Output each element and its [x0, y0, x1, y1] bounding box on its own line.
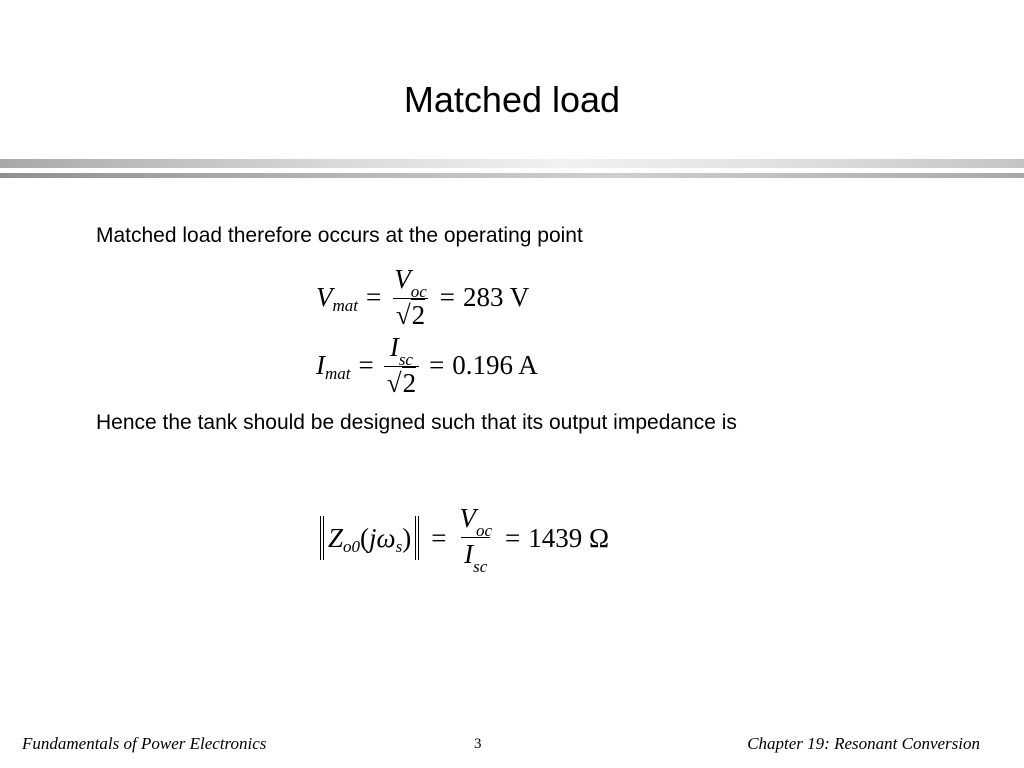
- vmat-equals-1: =: [366, 281, 382, 312]
- slide-title: Matched load: [403, 79, 621, 120]
- zo0-num-subscript: oc: [475, 521, 493, 540]
- footer-page-number: 3: [474, 736, 482, 752]
- zo0-den-symbol: I: [464, 539, 474, 569]
- vmat-sqrt-arg: 2: [410, 299, 426, 330]
- zo0-denominator: Isc: [461, 537, 491, 576]
- title-divider-bottom: [0, 173, 1024, 178]
- imat-num-symbol: I: [389, 332, 399, 362]
- zo0-numerator: Voc: [456, 503, 495, 540]
- imat-fraction: Isc √2: [383, 332, 420, 398]
- zo0-omega-subscript: s: [395, 537, 403, 556]
- imat-sqrt-arg: 2: [401, 367, 417, 398]
- zo0-equals-2: =: [505, 522, 521, 553]
- zo0-result: 1439 Ω: [528, 522, 610, 553]
- imat-equals-2: =: [429, 349, 445, 380]
- zo0-num-symbol: V: [459, 503, 476, 533]
- imat-sqrt-sign: √: [386, 368, 402, 398]
- vmat-sqrt-sign: √: [395, 300, 411, 330]
- vmat-num-symbol: V: [394, 264, 411, 294]
- zo0-omega: ω: [376, 522, 396, 553]
- vmat-subscript: mat: [332, 296, 359, 315]
- zo0-symbol: Z: [328, 522, 344, 553]
- operating-point-text: Matched load therefore occurs at the ope…: [96, 224, 583, 247]
- norm-bar-left: [320, 516, 324, 560]
- impedance-text: Hence the tank should be designed such t…: [96, 411, 737, 434]
- imat-equals-1: =: [358, 349, 374, 380]
- vmat-equals-2: =: [439, 281, 456, 312]
- vmat-result: 283 V: [463, 281, 530, 312]
- imat-denominator: √2: [383, 366, 420, 398]
- zo0-fraction: Voc Isc: [456, 503, 495, 576]
- zo0-open-paren: (: [360, 522, 370, 553]
- footer-chapter: Chapter 19: Resonant Conversion: [747, 734, 980, 753]
- vmat-denominator: √2: [392, 298, 429, 330]
- zo0-close-paren: ): [402, 522, 412, 553]
- vmat-symbol: V: [316, 281, 333, 312]
- zo0-den-subscript: sc: [473, 557, 488, 576]
- norm-bar-right: [415, 516, 420, 560]
- vmat-fraction: Voc √2: [391, 264, 430, 330]
- imat-symbol: I: [316, 349, 325, 380]
- vmat-numerator: Voc: [391, 264, 430, 301]
- title-divider-top: [0, 159, 1024, 168]
- imat-subscript: mat: [325, 364, 351, 383]
- imat-num-subscript: sc: [398, 350, 413, 369]
- vmat-num-subscript: oc: [410, 282, 427, 301]
- footer-book-title: Fundamentals of Power Electronics: [22, 734, 267, 753]
- imat-result: 0.196 A: [452, 349, 538, 380]
- zo0-equals-1: =: [431, 522, 447, 553]
- zo0-j: j: [369, 522, 377, 553]
- zo0-subscript: o0: [343, 537, 361, 556]
- imat-numerator: Isc: [387, 332, 416, 369]
